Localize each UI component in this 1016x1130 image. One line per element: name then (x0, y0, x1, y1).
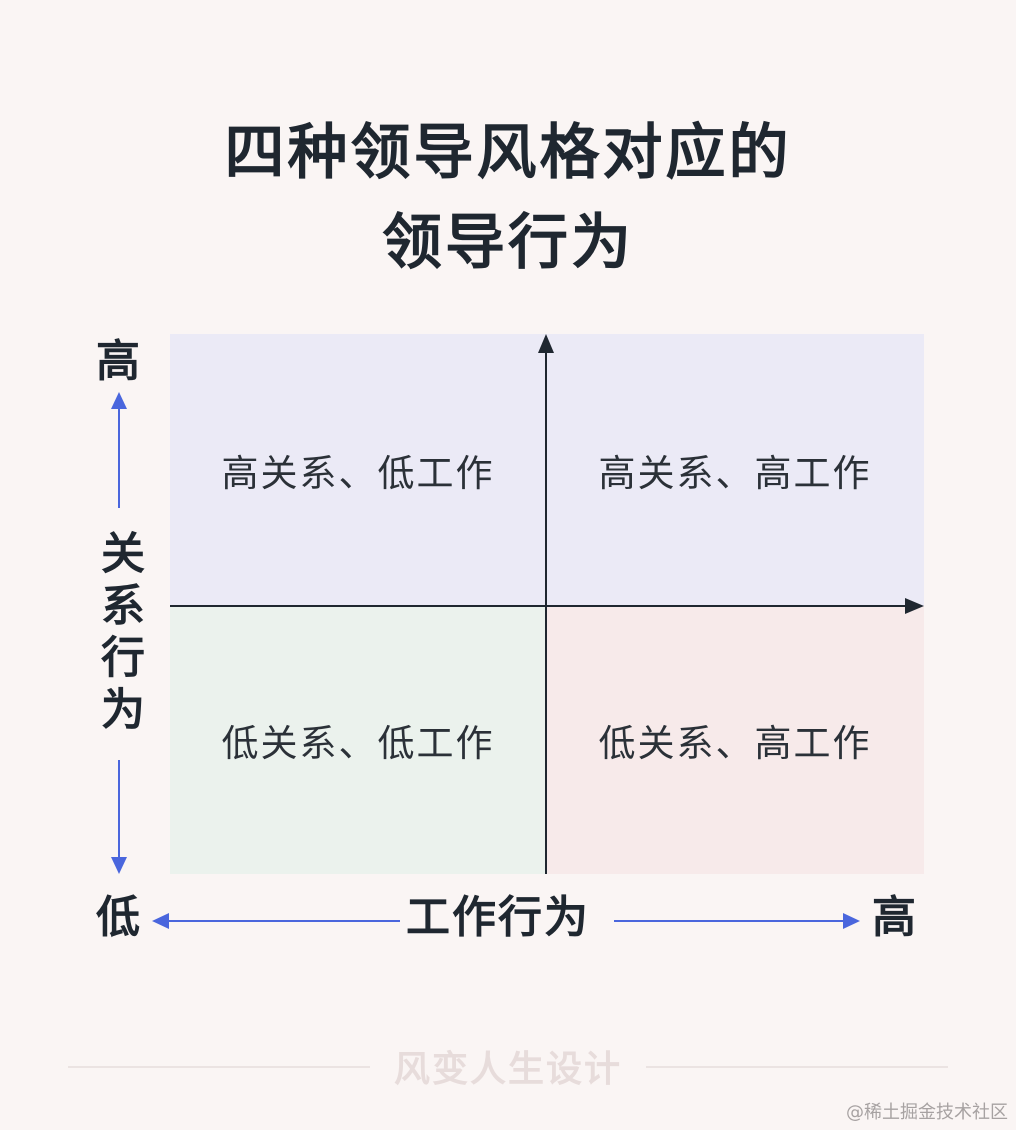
title-line-1: 四种领导风格对应的 (224, 118, 792, 188)
title-line-2: 领导行为 (382, 208, 634, 278)
footer-divider-right (646, 1066, 948, 1068)
x-axis-right-arrowhead (843, 913, 860, 929)
quadrant-low-relationship-low-task: 低关系、低工作 (170, 606, 546, 874)
x-axis-title: 工作行为 (406, 892, 590, 943)
x-axis-left-arrowhead (152, 913, 169, 929)
quadrant-high-relationship-low-task: 高关系、低工作 (170, 334, 546, 606)
quadrant-high-relationship-high-task: 高关系、高工作 (546, 334, 924, 606)
footer-divider-left (68, 1066, 370, 1068)
quadrant-label: 高关系、低工作 (221, 452, 495, 495)
footer-credit: 风变人生设计 (393, 1049, 622, 1090)
x-axis-high-label: 高 (872, 892, 916, 943)
y-axis-low-label: 低 (96, 892, 140, 943)
quadrant-low-relationship-high-task: 低关系、高工作 (546, 606, 924, 874)
horizontal-axis-arrowhead (905, 598, 924, 614)
quadrant-label: 低关系、高工作 (598, 722, 872, 765)
y-axis-title: 关系行为 (93, 530, 144, 738)
y-axis-down-arrowhead (111, 857, 127, 874)
vertical-axis-arrowhead (538, 334, 554, 353)
watermark: @稀土掘金技术社区 (846, 1102, 1008, 1123)
quadrant-label: 高关系、高工作 (598, 452, 872, 495)
quadrant-label: 低关系、低工作 (221, 722, 495, 765)
y-axis-up-arrowhead (111, 392, 127, 409)
y-axis-high-label: 高 (96, 336, 140, 387)
